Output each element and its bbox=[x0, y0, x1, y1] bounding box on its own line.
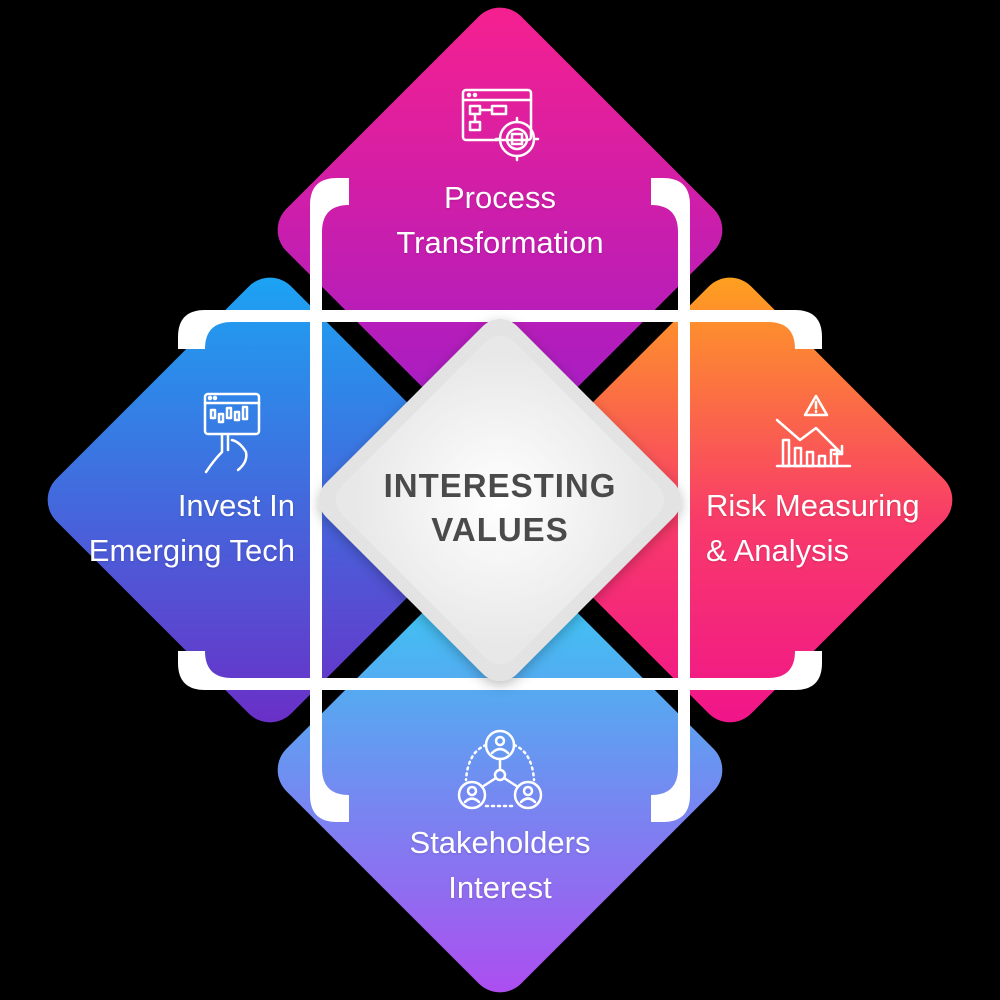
label-left-line1: Invest In bbox=[177, 488, 295, 523]
center-title: INTERESTING VALUES bbox=[330, 464, 670, 552]
label-top-line2: Transformation bbox=[396, 225, 604, 260]
label-invest-emerging-tech: Invest In Emerging Tech bbox=[40, 483, 295, 573]
label-stakeholders-interest: Stakeholders Interest bbox=[370, 820, 630, 910]
stock-chart-touch-icon bbox=[203, 392, 261, 474]
declining-chart-warning-icon bbox=[775, 394, 852, 468]
diamond-right bbox=[507, 277, 953, 723]
label-left-line2: Emerging Tech bbox=[88, 533, 295, 568]
center-diamond bbox=[319, 319, 681, 681]
label-right-line2: & Analysis bbox=[706, 533, 850, 568]
stakeholder-network-icon bbox=[457, 729, 543, 810]
white-frame bbox=[178, 178, 822, 822]
diamond-top bbox=[277, 7, 723, 453]
process-flowchart-gear-icon bbox=[461, 88, 540, 162]
label-risk-measuring-analysis: Risk Measuring & Analysis bbox=[706, 483, 966, 573]
label-process-transformation: Process Transformation bbox=[370, 175, 630, 265]
center-title-line2: VALUES bbox=[431, 511, 569, 548]
center-title-line1: INTERESTING bbox=[383, 467, 617, 504]
label-top-line1: Process bbox=[444, 180, 556, 215]
label-right-line1: Risk Measuring bbox=[706, 488, 920, 523]
label-bottom-line1: Stakeholders bbox=[409, 825, 591, 860]
label-bottom-line2: Interest bbox=[448, 870, 552, 905]
diamond-left bbox=[47, 277, 493, 723]
